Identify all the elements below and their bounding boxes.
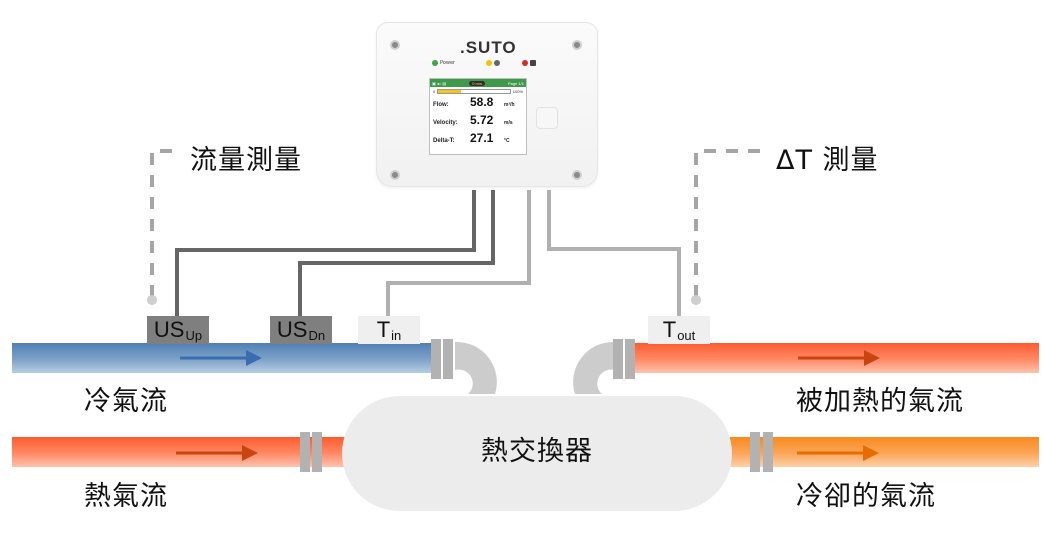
- reading-value: 27.1: [470, 131, 494, 145]
- elbow-outlet: [573, 341, 615, 394]
- sensor-us-up-sub: Up: [185, 327, 203, 343]
- cooled-airflow-label: 冷卻的氣流: [796, 481, 936, 512]
- flow-measurement-label: 流量測量: [190, 145, 302, 176]
- delta-t-leader-line: [694, 149, 760, 297]
- pipe-flange: [625, 339, 635, 379]
- device-touch-button[interactable]: [536, 107, 558, 129]
- reading-unit: m³/h: [504, 102, 515, 108]
- header-pill: 0 m/s: [469, 80, 485, 86]
- wire-t-in: [386, 190, 531, 316]
- sensor-t-in-main: T: [376, 317, 391, 342]
- flow-leader-line: [150, 149, 180, 297]
- bar-max: 100%: [512, 88, 523, 94]
- wire-t-out: [547, 190, 681, 316]
- sensor-t-in-sub: in: [391, 327, 402, 343]
- cooled-airflow-pipe: [728, 437, 1039, 467]
- reading-row: Flow: 58.8 m³/h: [430, 95, 526, 113]
- pipe-flange: [763, 432, 773, 472]
- power-led-label: Power: [440, 60, 456, 66]
- hot-flow-arrow-icon: [176, 445, 258, 461]
- brand-logo: .SUTO: [460, 38, 517, 57]
- suto-meter-device: .SUTO Power ▣ ◂⌂ ▤ 0 m/s Page 1/1 0 100%…: [376, 22, 598, 187]
- reading-value: 58.8: [470, 95, 494, 109]
- heated-flow-arrow-icon: [798, 350, 880, 366]
- pipe-flange: [613, 339, 623, 379]
- screen-header: ▣ ◂⌂ ▤ 0 m/s Page 1/1: [430, 79, 526, 87]
- screw-icon: [390, 40, 400, 50]
- alarm-led-icon: [522, 60, 528, 66]
- range-bar-row: 0 100%: [430, 87, 526, 95]
- bar-min: 0: [433, 88, 436, 94]
- flow-leader-dot: [147, 295, 157, 305]
- header-page: Page 1/1: [507, 80, 524, 86]
- delta-t-leader-dot: [691, 295, 701, 305]
- pipe-flange: [300, 432, 310, 472]
- wire-us-dn: [298, 190, 495, 316]
- power-led-icon: [432, 60, 438, 66]
- hot-airflow-label: 熱氣流: [84, 481, 168, 512]
- heat-exchanger-label: 熱交換器: [481, 436, 593, 467]
- reading-row: Velocity: 5.72 m/s: [430, 113, 526, 131]
- pipe-flange: [312, 432, 322, 472]
- led-indicators: Power: [432, 60, 562, 70]
- log-icon: [530, 60, 536, 66]
- delta-t-measurement-label: ΔT 測量: [776, 145, 879, 176]
- sensor-us-dn-sub: Dn: [308, 327, 326, 343]
- reading-label: Velocity:: [433, 120, 458, 126]
- sensor-t-out-sub: out: [677, 327, 696, 343]
- heated-airflow-label: 被加熱的氣流: [796, 386, 964, 417]
- heat-exchanger: 熱交換器: [342, 396, 732, 511]
- elbow-inlet: [455, 341, 497, 394]
- reading-row: Delta-T: 27.1 °C: [430, 131, 526, 149]
- reading-value: 5.72: [470, 113, 494, 127]
- screw-icon: [572, 40, 582, 50]
- cooled-flow-arrow-icon: [797, 445, 879, 461]
- network-icon: [494, 60, 500, 66]
- reading-label: Flow:: [433, 102, 449, 108]
- pipe-flange: [750, 432, 760, 472]
- range-bar-fill: [438, 89, 462, 93]
- cold-flow-arrow-icon: [180, 350, 262, 366]
- pipe-flange: [431, 339, 441, 379]
- reading-unit: °C: [504, 138, 510, 144]
- reading-unit: m/s: [504, 120, 513, 126]
- sensor-us-dn-main: US: [276, 317, 308, 342]
- cold-airflow-label: 冷氣流: [84, 386, 168, 417]
- screw-icon: [390, 170, 400, 180]
- sensor-us-up-main: US: [153, 317, 185, 342]
- device-screen: ▣ ◂⌂ ▤ 0 m/s Page 1/1 0 100% Flow: 58.8 …: [429, 78, 527, 155]
- sensor-t-out-main: T: [662, 317, 677, 342]
- pipe-flange: [443, 339, 453, 379]
- status-icons: ▣ ◂⌂ ▤: [432, 80, 447, 86]
- status-led-icon: [486, 60, 492, 66]
- wire-us-up: [175, 190, 476, 316]
- range-bar: [437, 88, 511, 94]
- reading-label: Delta-T:: [433, 138, 455, 144]
- screw-icon: [572, 170, 582, 180]
